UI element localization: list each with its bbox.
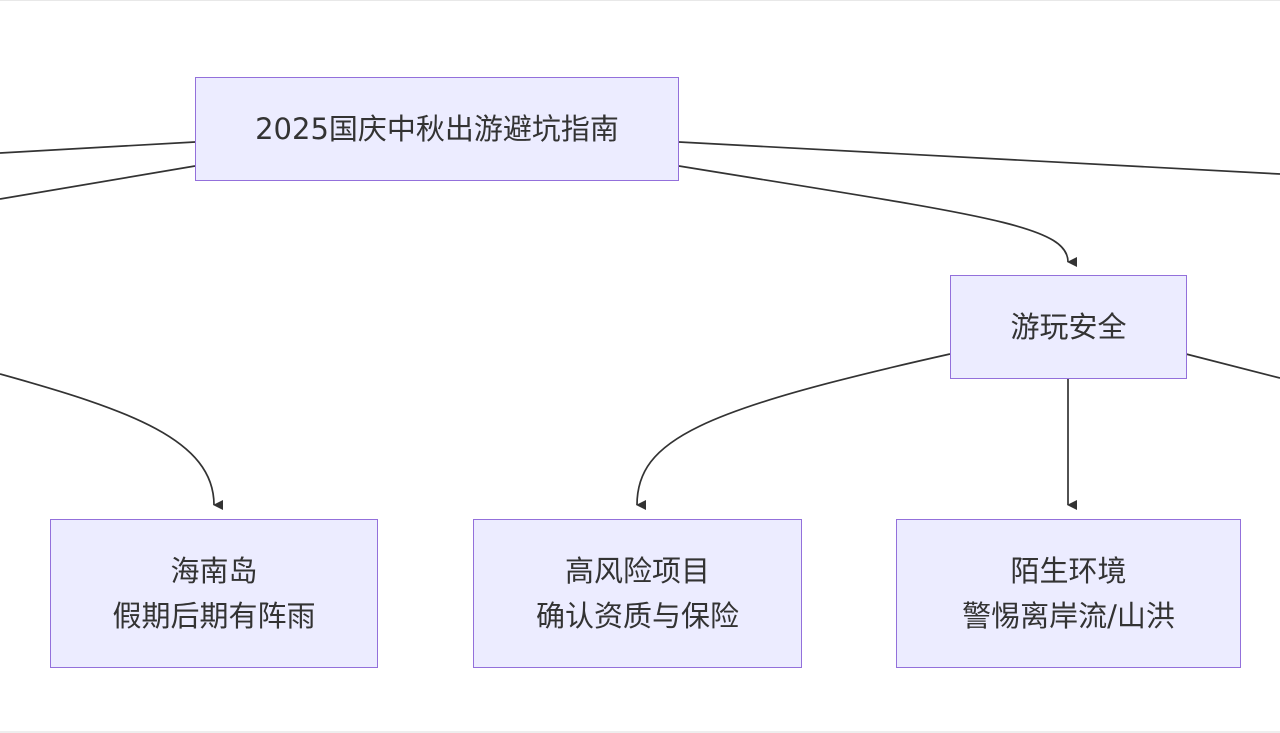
node-unfamiliar-detail: 警惕离岸流/山洪 — [962, 598, 1175, 633]
edge-root-safety — [678, 165, 1078, 267]
edge-root-offscreen-right — [678, 141, 1280, 175]
node-safety-label: 游玩安全 — [1010, 309, 1127, 344]
node-hainan-title: 海南岛 — [170, 553, 258, 588]
node-unfamiliar-title: 陌生环境 — [1010, 553, 1127, 588]
node-unfamiliar[interactable]: 陌生环境 警惕离岸流/山洪 — [896, 519, 1241, 668]
node-hainan-detail: 假期后期有阵雨 — [112, 598, 316, 633]
edge-root-offscreen-left-1 — [0, 141, 196, 154]
node-safety[interactable]: 游玩安全 — [950, 275, 1187, 379]
node-high-risk[interactable]: 高风险项目 确认资质与保险 — [473, 519, 802, 668]
edge-safety-high-risk — [636, 353, 951, 511]
edge-safety-offscreen-right — [1185, 353, 1280, 379]
top-border — [0, 0, 1280, 1]
bottom-border — [0, 731, 1280, 733]
node-hainan[interactable]: 海南岛 假期后期有阵雨 — [50, 519, 378, 668]
edge-offscreen-hainan — [0, 373, 224, 510]
node-root-label: 2025国庆中秋出游避坑指南 — [255, 111, 619, 146]
edge-root-offscreen-left-2 — [0, 165, 196, 200]
node-high-risk-detail: 确认资质与保险 — [535, 598, 739, 633]
node-root[interactable]: 2025国庆中秋出游避坑指南 — [195, 77, 679, 181]
node-high-risk-title: 高风险项目 — [564, 553, 710, 588]
